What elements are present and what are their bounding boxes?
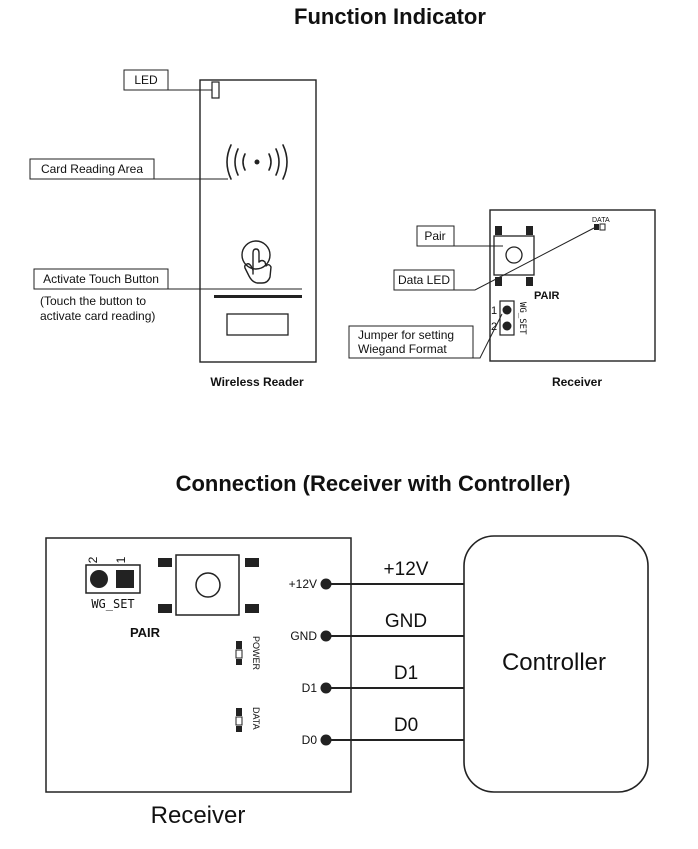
touch-button-callout-box — [33, 268, 169, 290]
receiver-board-small: PAIR DATA 1 2 WG_SET — [489, 209, 656, 362]
led-callout-box — [123, 69, 169, 91]
large-jumper-label: WG_SET — [91, 597, 134, 611]
terminal-dot — [320, 578, 332, 590]
jumper-callout-line-2: Wiegand Format — [358, 342, 447, 356]
data-led-bottom — [236, 726, 242, 732]
terminal-dot — [320, 630, 332, 642]
touch-note-line-1: (Touch the button to — [40, 294, 146, 308]
nfc-wave-icon — [226, 144, 288, 180]
reader-body — [199, 79, 317, 363]
pair-pad-bottom-left — [495, 277, 502, 286]
large-pair-pad-bl — [158, 604, 172, 613]
jumper-callout-line-1: Jumper for setting — [358, 328, 454, 342]
terminal-3: D0 D0 — [302, 715, 464, 747]
receiver-board-large: 2 1 WG_SET PAIR POWER DATA — [45, 537, 352, 793]
pair-callout-label: Pair — [424, 229, 445, 243]
large-jumper-pin-1-label: 1 — [114, 556, 128, 563]
power-led-label: POWER — [251, 636, 261, 671]
touch-strip — [214, 295, 302, 298]
wireless-reader-caption: Wireless Reader — [210, 375, 304, 389]
data-led-mid — [235, 716, 243, 726]
large-jumper-pin-2-label: 2 — [86, 556, 100, 563]
large-pair-label: PAIR — [130, 625, 161, 640]
jumper-callout-box — [348, 325, 474, 359]
card-area-callout-label: Card Reading Area — [41, 162, 143, 176]
large-pair-pad-tl — [158, 558, 172, 567]
receiver-board-outline — [489, 209, 656, 362]
terminal-2: D1 D1 — [302, 663, 464, 695]
large-jumper-pin-1 — [116, 570, 134, 588]
terminal-pin-label: D0 — [302, 733, 318, 747]
receiver-caption-small: Receiver — [552, 375, 602, 389]
touch-hand-icon — [241, 240, 272, 284]
data-led-top — [236, 708, 242, 716]
terminal-1: GND GND — [290, 611, 464, 643]
jumper-pin-1-label: 1 — [491, 305, 497, 317]
jumper-pin-2-label: 2 — [491, 321, 497, 333]
board-pair-label: PAIR — [534, 290, 560, 302]
data-led-leader-line — [454, 227, 595, 291]
receiver-caption-large: Receiver — [151, 802, 246, 829]
receiver-board-large-outline — [45, 537, 352, 793]
large-jumper-pin-2 — [90, 570, 108, 588]
controller-box — [463, 535, 649, 793]
pair-pad-bottom-right — [526, 277, 533, 286]
data-led-left — [594, 224, 599, 230]
wire-label: GND — [385, 611, 427, 632]
terminal-pin-label: +12V — [289, 577, 317, 591]
large-pair-button-knob — [195, 572, 221, 598]
function-indicator-title: Function Indicator — [294, 4, 486, 29]
wire-label: D1 — [394, 663, 418, 684]
power-led-mid — [235, 649, 243, 659]
board-data-label: DATA — [592, 217, 610, 224]
jumper-leader-line — [473, 313, 503, 359]
pair-callout-box — [416, 225, 455, 247]
pair-pad-top-left — [495, 226, 502, 235]
power-led-top — [236, 641, 242, 649]
terminal-pin-label: GND — [290, 629, 317, 643]
data-led-callout-box — [393, 269, 455, 291]
large-jumper-block — [85, 564, 141, 594]
large-pair-pad-br — [245, 604, 259, 613]
card-area-callout-box — [29, 158, 155, 180]
terminal-0: +12V +12V — [289, 559, 464, 591]
terminal-dot — [320, 734, 332, 746]
large-pair-button — [175, 554, 240, 616]
touch-button-callout-label: Activate Touch Button — [43, 272, 159, 286]
controller-label: Controller — [502, 649, 606, 676]
jumper-pin-2 — [502, 321, 512, 331]
reader-slot — [226, 313, 289, 336]
wire-label: D0 — [394, 715, 418, 736]
data-led-label: DATA — [251, 707, 261, 730]
terminal-pin-label: D1 — [302, 681, 318, 695]
power-led-bottom — [236, 659, 242, 665]
pair-button — [493, 235, 535, 276]
led-callout-label: LED — [134, 73, 158, 87]
touch-note-line-2: activate card reading) — [40, 309, 155, 323]
pair-pad-top-right — [526, 226, 533, 235]
jumper-pin-1 — [502, 305, 512, 315]
data-led-right — [599, 223, 606, 231]
large-pair-pad-tr — [245, 558, 259, 567]
reader-led — [211, 81, 220, 99]
data-led-callout-label: Data LED — [398, 273, 450, 287]
wireless-reader — [199, 79, 317, 363]
board-jumper-label: WG_SET — [517, 302, 527, 335]
terminal-dot — [320, 682, 332, 694]
pair-button-knob — [505, 246, 523, 264]
connection-title: Connection (Receiver with Controller) — [176, 471, 571, 496]
wire-label: +12V — [384, 559, 429, 580]
